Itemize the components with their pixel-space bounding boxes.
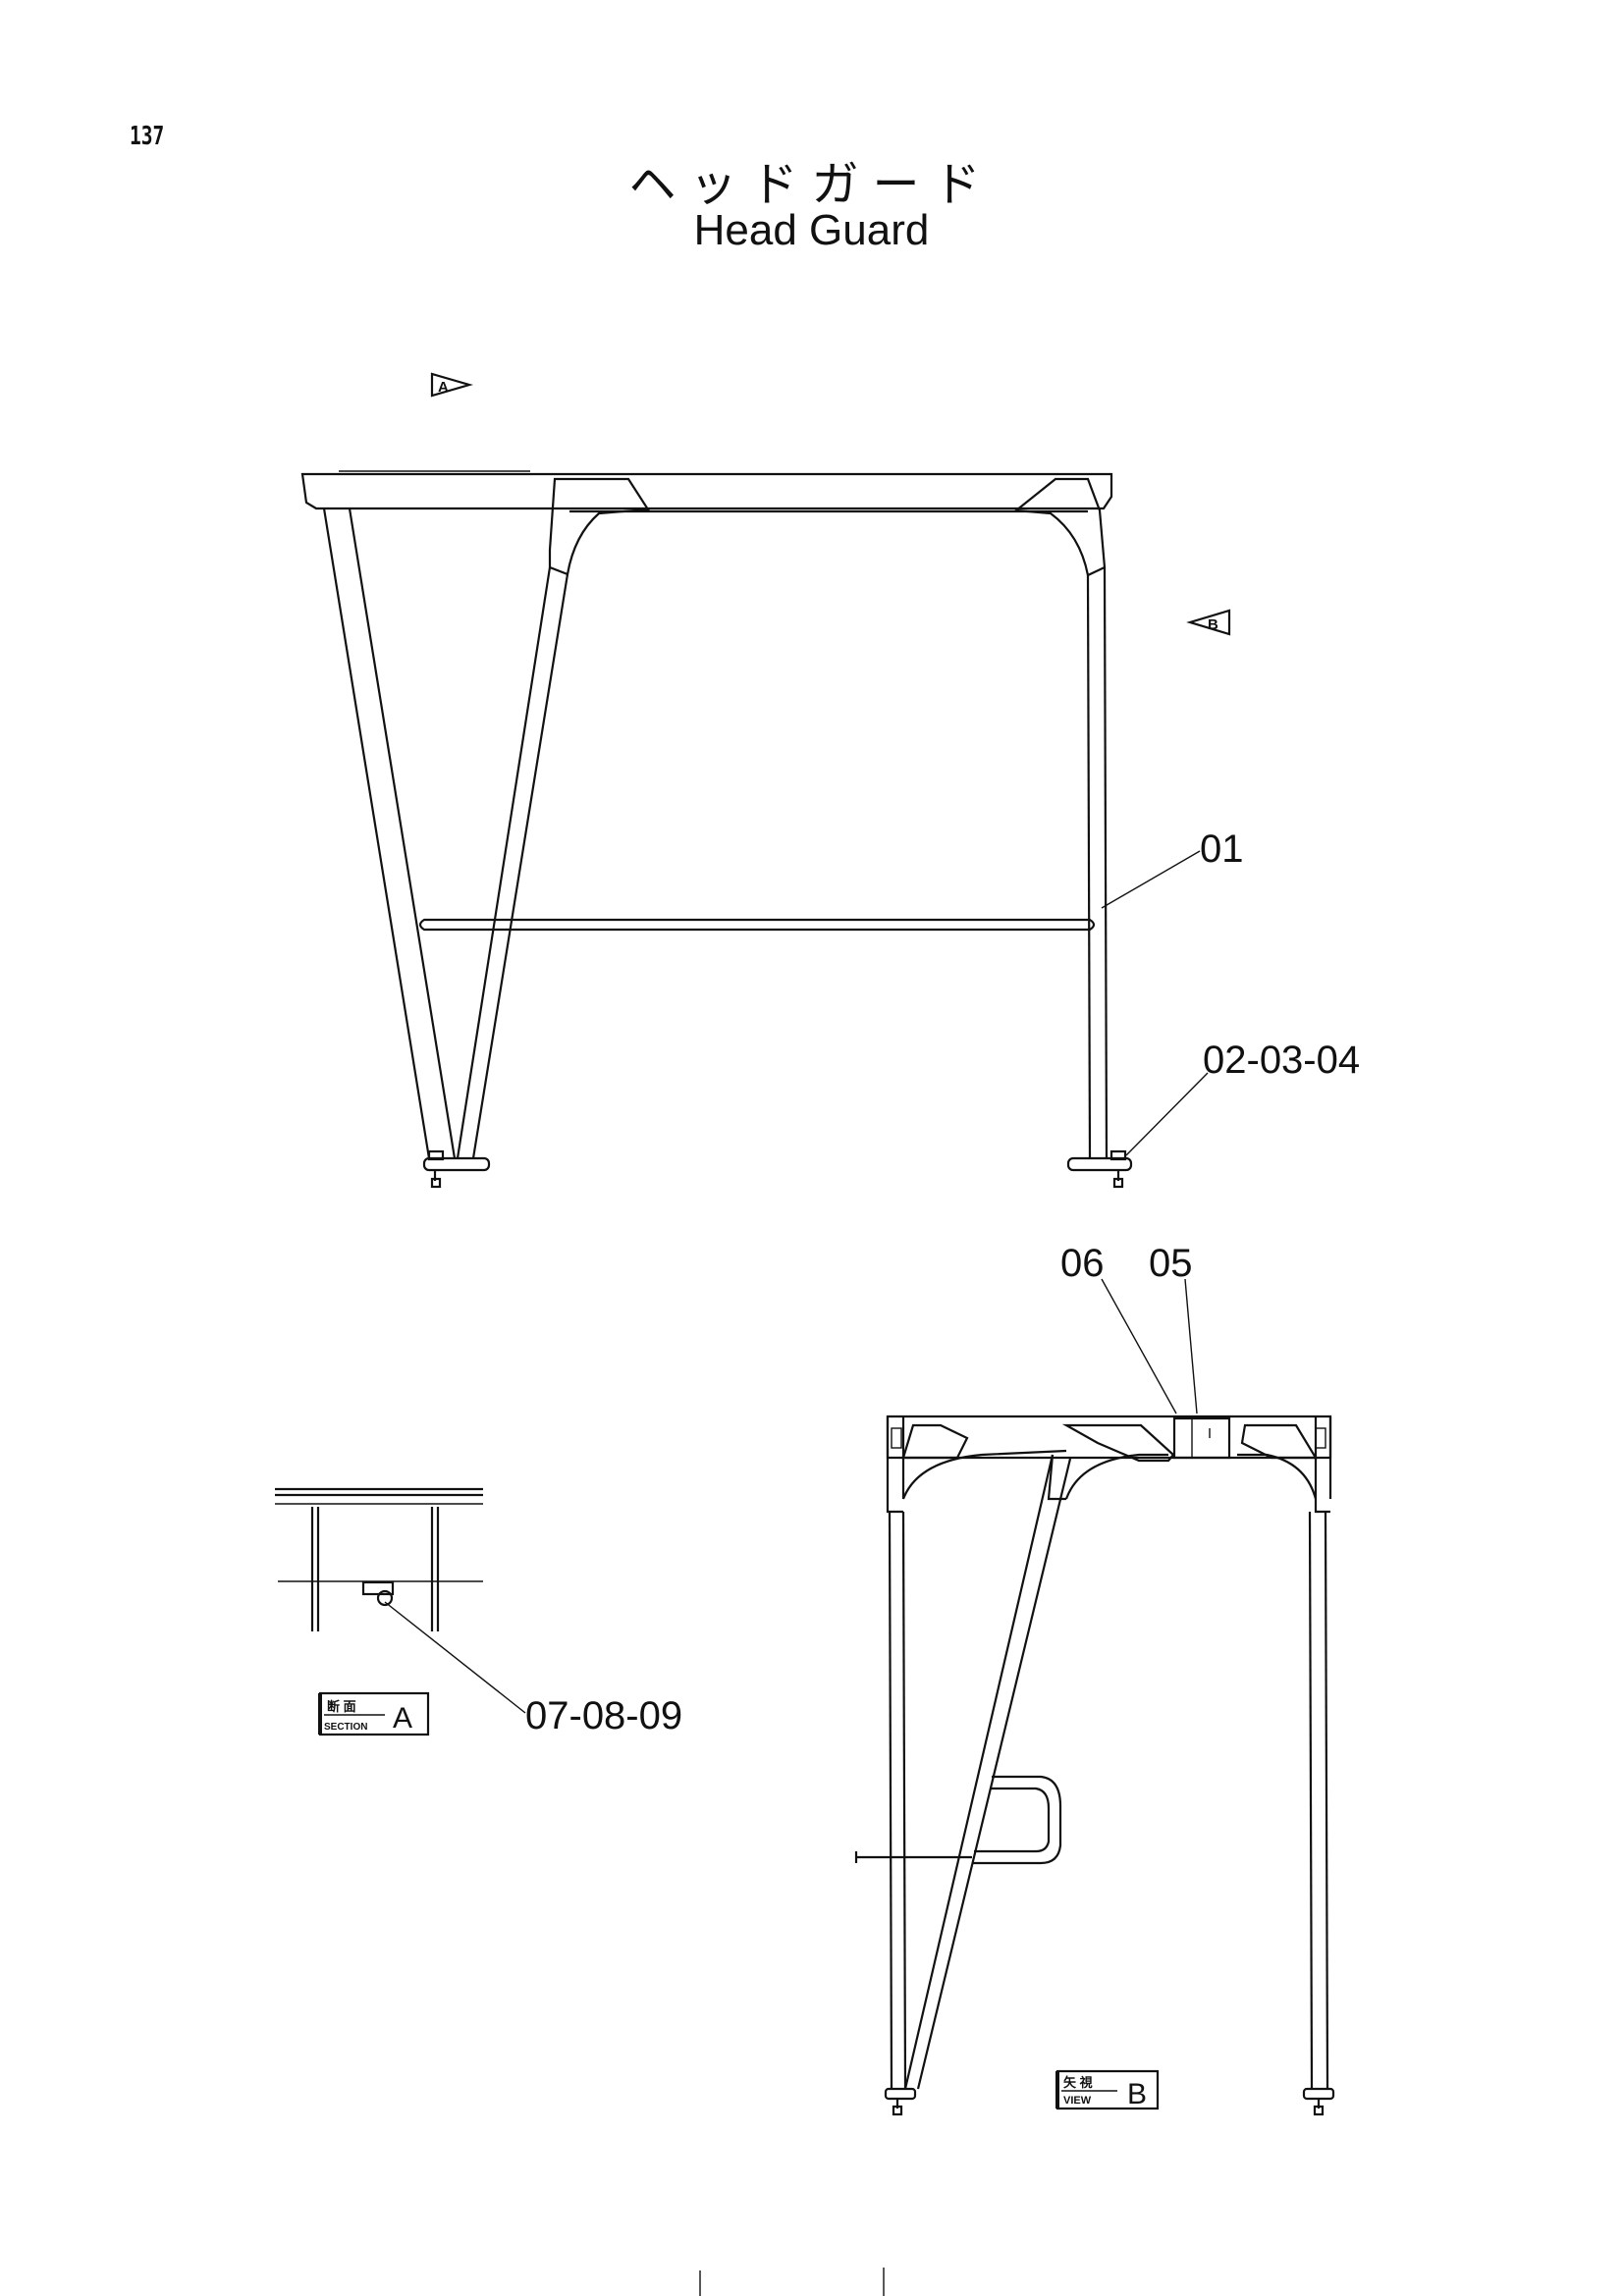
section-a-detail [275,1487,526,1714]
view-label-letter: B [1127,2078,1147,2110]
callout-02-03-04: 02-03-04 [1203,1039,1360,1082]
view-b-label: 矢 視 VIEW B [1055,2069,1160,2110]
view-marker-a-letter: A [438,379,449,396]
callout-01: 01 [1200,828,1244,871]
section-label-en: SECTION [324,1722,367,1733]
section-label-kanji: 断 面 [327,1699,356,1714]
view-label-kanji: 矢 視 [1063,2075,1093,2090]
leader-line-06 [1101,1278,1177,1415]
view-marker-a: A [430,372,473,398]
callout-07-08-09: 07-08-09 [525,1694,682,1737]
side-view-drawing [300,470,1133,1189]
leader-line-020304 [1125,1072,1209,1156]
leader-line-05 [1184,1278,1198,1415]
leader-line-01 [1101,850,1201,909]
title-japanese: ヘッドガード [628,157,995,212]
view-marker-b: B [1186,609,1231,636]
title-english: Head Guard [693,206,930,254]
scan-marks [699,2268,885,2296]
page-number: 137 [130,122,165,151]
section-a-label: 断 面 SECTION A [318,1691,430,1736]
view-label-en: VIEW [1063,2095,1092,2107]
section-label-letter: A [393,1702,412,1735]
view-marker-b-letter: B [1208,616,1218,633]
callout-06: 06 [1060,1242,1105,1285]
callout-05: 05 [1149,1242,1193,1285]
view-b-drawing [854,1415,1335,2116]
